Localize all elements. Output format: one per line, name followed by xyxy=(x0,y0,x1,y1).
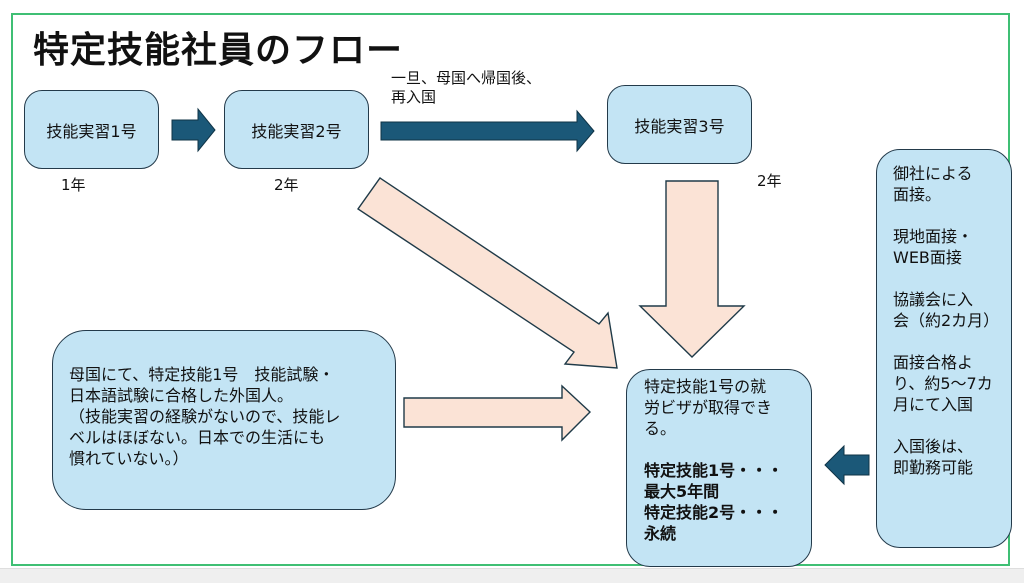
bottom-strip xyxy=(0,568,1024,583)
interview-paragraph: 面接合格よ り、約5～7カ 月にて入国 xyxy=(893,352,1011,415)
result-bold-line: 特定技能2号・・・ xyxy=(644,503,784,522)
stage-box-2: 技能実習2号 xyxy=(224,90,369,169)
candidate-line: （技能実習の経験がないので、技能レ xyxy=(69,407,341,426)
interview-line: り、約5～7カ xyxy=(893,374,993,393)
interview-line: 面接合格よ xyxy=(893,353,974,372)
interview-box: 御社による 面接。 現地面接・ WEB面接 協議会に入 会（約2カ月） 面接合格… xyxy=(876,149,1012,548)
interview-line: 協議会に入 xyxy=(893,290,974,309)
interview-paragraph: 現地面接・ WEB面接 xyxy=(893,226,1011,268)
interview-line: 御社による xyxy=(893,164,973,183)
stage-2-duration: 2年 xyxy=(274,176,299,194)
interview-line: 入国後は、 xyxy=(893,437,974,456)
result-box: 特定技能1号の就 労ビザが取得でき る。 特定技能1号・・・ 最大5年間 特定技… xyxy=(626,369,812,567)
reentry-note-line: 一旦、母国へ帰国後、 xyxy=(391,69,542,87)
interview-line: 面接。 xyxy=(893,185,942,204)
interview-line: 会（約2カ月） xyxy=(893,311,1000,330)
interview-line: WEB面接 xyxy=(893,248,962,267)
interview-line: 月にて入国 xyxy=(893,395,974,414)
result-intro-line: る。 xyxy=(644,419,677,438)
interview-paragraph: 協議会に入 会（約2カ月） xyxy=(893,289,1011,331)
page-title: 特定技能社員のフロー xyxy=(33,30,404,71)
stage-1-label: 技能実習1号 xyxy=(46,121,137,141)
stage-3-duration: 2年 xyxy=(757,172,782,190)
result-bold-line: 永続 xyxy=(644,524,677,543)
result-intro-line: 労ビザが取得でき xyxy=(644,398,773,417)
foreign-candidate-box: 母国にて、特定技能1号 技能試験・ 日本語試験に合格した外国人。 （技能実習の経… xyxy=(52,330,396,510)
interview-paragraph: 御社による 面接。 xyxy=(893,163,1011,205)
stage-1-duration: 1年 xyxy=(61,176,86,194)
stage-3-label: 技能実習3号 xyxy=(634,116,725,136)
reentry-note-line: 再入国 xyxy=(391,88,437,106)
interview-line: 現地面接・ xyxy=(893,227,974,246)
interview-paragraph: 入国後は、 即勤務可能 xyxy=(893,436,1011,478)
candidate-line: ベルはほぼない。日本での生活にも xyxy=(69,428,326,447)
reentry-note: 一旦、母国へ帰国後、 再入国 xyxy=(391,69,541,107)
interview-line: 即勤務可能 xyxy=(893,458,974,477)
candidate-line: 慣れていない。） xyxy=(69,449,189,468)
result-intro-line: 特定技能1号の就 xyxy=(644,377,767,396)
candidate-line: 日本語試験に合格した外国人。 xyxy=(69,386,294,405)
stage-2-label: 技能実習2号 xyxy=(251,121,342,141)
candidate-line: 母国にて、特定技能1号 技能試験・ xyxy=(69,365,335,384)
result-bold-line: 最大5年間 xyxy=(644,482,720,501)
stage-box-1: 技能実習1号 xyxy=(24,90,159,169)
stage-box-3: 技能実習3号 xyxy=(607,85,752,164)
result-bold-line: 特定技能1号・・・ xyxy=(644,461,784,480)
